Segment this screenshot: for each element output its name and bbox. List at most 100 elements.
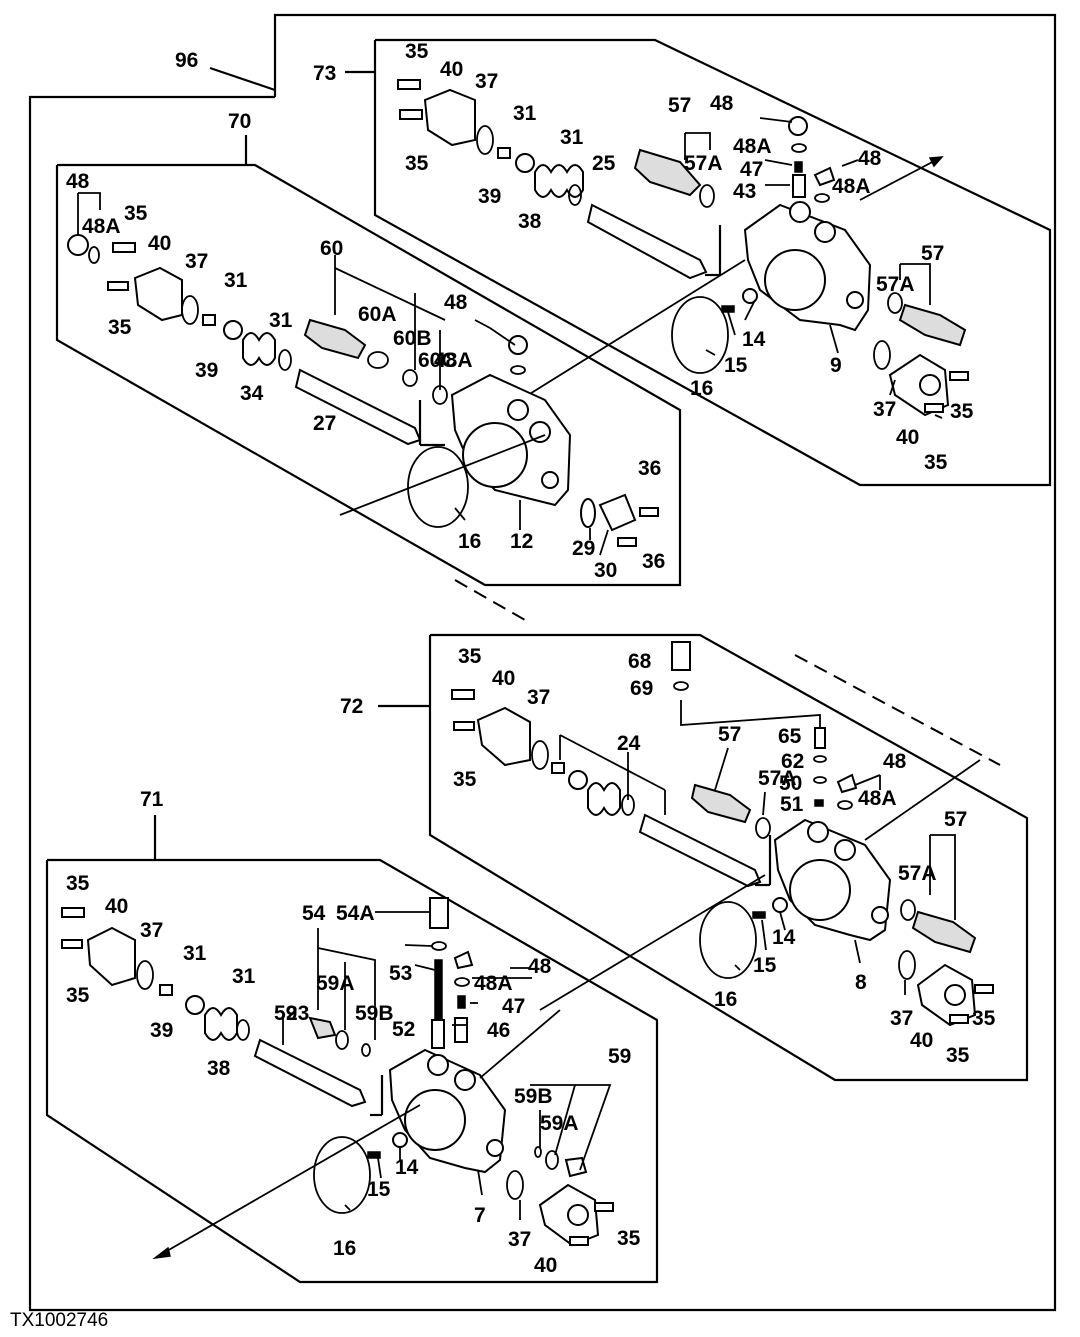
section-70	[55, 163, 682, 621]
part-label: 60A	[358, 303, 397, 326]
part-label: 40	[910, 1029, 933, 1052]
part-label: 60B	[393, 327, 432, 350]
part-label: 39	[150, 1019, 173, 1042]
part-label: 16	[458, 530, 481, 553]
part-label: 48A	[474, 972, 513, 995]
part-label: 54	[302, 902, 326, 925]
part-label: 47	[502, 995, 525, 1018]
part-label: 35	[124, 202, 148, 225]
part-label: 53	[389, 962, 412, 985]
part-label: 48	[66, 170, 90, 193]
part-label: 48	[710, 92, 734, 115]
part-label: 47	[740, 158, 763, 181]
part-label: 35	[453, 768, 477, 791]
part-label: 57	[921, 242, 944, 265]
part-label: 48	[858, 147, 882, 170]
part-label: 23	[286, 1002, 309, 1025]
part-label: 35	[946, 1044, 970, 1067]
part-label: 8	[855, 971, 867, 994]
part-label: 51	[780, 793, 804, 816]
group-label-73: 73	[313, 62, 336, 85]
part-label: 59	[274, 1002, 297, 1025]
bolt-shape	[397, 79, 421, 90]
part-label: 31	[269, 309, 293, 332]
part-label: 24	[617, 732, 641, 755]
part-label: 48A	[82, 215, 121, 238]
part-label: 48	[883, 750, 907, 773]
part-label: 7	[474, 1204, 486, 1227]
part-label: 68	[628, 650, 652, 673]
part-label: 9	[830, 354, 842, 377]
part-label: 57A	[684, 152, 723, 175]
part-label: 30	[594, 559, 617, 582]
part-label: 52	[392, 1018, 415, 1041]
group-leaders	[153, 70, 430, 860]
part-label: 25	[592, 152, 616, 175]
part-label: 43	[733, 180, 756, 203]
part-label: 16	[690, 377, 713, 400]
part-label: 59A	[540, 1112, 579, 1135]
outer-boundary	[28, 13, 1057, 1312]
part-label: 57A	[876, 273, 915, 296]
part-label: 40	[148, 232, 171, 255]
figure-id: TX1002746	[10, 1310, 108, 1331]
part-label: 16	[333, 1237, 356, 1260]
part-label: 40	[492, 667, 515, 690]
part-label: 31	[513, 102, 537, 125]
group-label-96: 96	[175, 49, 198, 72]
part-label: 59B	[514, 1085, 553, 1108]
part-label: 40	[896, 426, 919, 449]
part-label: 35	[924, 451, 948, 474]
part-label: 27	[313, 412, 336, 435]
part-label: 54A	[336, 902, 375, 925]
part-label: 31	[232, 965, 256, 988]
part-label: 36	[638, 457, 661, 480]
part-label: 14	[395, 1156, 419, 1179]
part-label: 48A	[832, 175, 871, 198]
part-label: 48	[444, 291, 468, 314]
part-label: 31	[183, 942, 207, 965]
group-label-70: 70	[228, 110, 251, 133]
part-label: 37	[527, 686, 550, 709]
part-label: 37	[873, 398, 896, 421]
part-label: 57A	[898, 862, 937, 885]
group-label-72: 72	[340, 695, 363, 718]
part-label: 48	[528, 955, 552, 978]
part-label: 14	[742, 328, 766, 351]
part-label: 65	[778, 725, 802, 748]
part-label: 37	[890, 1007, 913, 1030]
section-71	[45, 858, 659, 1284]
part-label: 12	[510, 530, 533, 553]
part-label: 35	[950, 400, 974, 423]
part-label: 69	[630, 677, 653, 700]
part-label: 31	[224, 269, 248, 292]
part-label: 39	[195, 359, 218, 382]
part-label: 48A	[434, 349, 473, 372]
part-label: 34	[240, 382, 264, 405]
section-72	[428, 633, 1029, 1082]
part-label: 50	[779, 772, 802, 795]
part-label: 14	[772, 926, 796, 949]
part-label: 37	[475, 70, 498, 93]
part-label: 15	[753, 954, 777, 977]
part-label: 37	[185, 250, 208, 273]
part-label: 35	[66, 984, 90, 1007]
part-label: 39	[478, 185, 501, 208]
part-label: 57A	[758, 767, 797, 790]
part-label: 57	[668, 94, 691, 117]
part-label: 35	[458, 645, 482, 668]
part-label: 37	[508, 1228, 531, 1251]
part-label: 16	[714, 988, 737, 1011]
group-label-71: 71	[140, 788, 164, 811]
part-label: 15	[367, 1178, 391, 1201]
part-label: 35	[617, 1227, 641, 1250]
part-label: 35	[972, 1007, 996, 1030]
part-label: 59B	[355, 1002, 394, 1025]
part-label: 35	[405, 40, 429, 63]
part-label: 57	[944, 808, 967, 831]
part-label: 59	[608, 1045, 631, 1068]
part-label: 36	[642, 550, 665, 573]
part-label: 60	[320, 237, 343, 260]
